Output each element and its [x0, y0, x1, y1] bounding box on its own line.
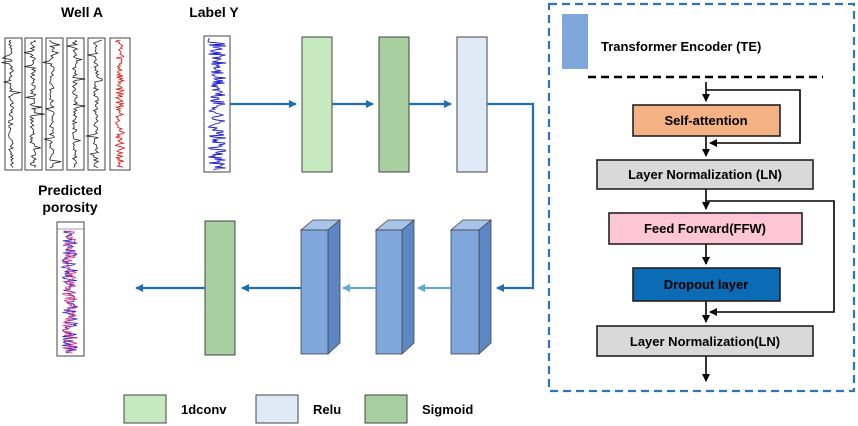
legend-label-1dconv: 1dconv — [181, 402, 227, 417]
predicted-title-line1: Predicted — [38, 182, 102, 198]
te-block-dropout — [632, 267, 781, 302]
te-layer-2-front — [375, 229, 403, 355]
legend-label-relu: Relu — [313, 402, 341, 417]
label-y-title: Label Y — [189, 4, 239, 20]
legend-swatch-sigmoid — [364, 394, 408, 424]
te-layer-2 — [374, 219, 416, 355]
relu-layer-top — [456, 36, 488, 173]
label-y-curve — [206, 37, 227, 171]
te-residual-1 — [706, 89, 801, 147]
well-track-3 — [45, 37, 64, 171]
te-block-layer-norm-2 — [596, 325, 814, 357]
sigmoid-layer-top — [378, 36, 410, 173]
well-a-log-tracks — [1, 37, 131, 171]
well-log-curve-4 — [66, 39, 86, 168]
legend-swatch-relu — [255, 394, 299, 424]
well-log-curve-1 — [1, 39, 21, 168]
predicted-title-line2: porosity — [42, 199, 97, 215]
te-layer-1-front — [300, 229, 329, 355]
te-layer-3-side — [478, 219, 492, 355]
well-a-title: Well A — [61, 4, 103, 20]
connector-top-to-bottom — [487, 102, 535, 292]
well-log-curve-2 — [23, 39, 45, 168]
te-residual-2 — [706, 200, 835, 316]
te-block-self-attention — [632, 104, 781, 137]
conv1d-layer-top — [301, 36, 333, 173]
te-block-self-attention-label: Self-attention — [664, 113, 747, 128]
well-track-2 — [24, 37, 43, 171]
predicted-porosity-track — [56, 221, 85, 357]
te-block-layer-norm-2-label: Layer Normalization(LN) — [630, 334, 780, 349]
te-legend-swatch — [562, 14, 588, 69]
te-panel: Transformer Encoder (TE) Self-attention … — [547, 2, 856, 393]
legend: 1dconv Relu Sigmoid — [123, 394, 473, 424]
predicted-curve-pred — [61, 230, 78, 354]
well-track-1 — [4, 37, 23, 171]
te-layer-1 — [299, 219, 342, 355]
te-block-feed-forward — [608, 212, 803, 245]
te-layer-1-side — [327, 219, 341, 355]
te-layer-2-side — [401, 219, 415, 355]
label-y-track — [203, 35, 231, 173]
legend-swatch-1dconv — [123, 394, 167, 424]
sigmoid-layer-bottom — [204, 220, 236, 356]
te-block-layer-norm-1-label: Layer Normalization (LN) — [628, 167, 782, 182]
te-block-feed-forward-label: Feed Forward(FFW) — [644, 221, 766, 236]
te-layer-3-front — [450, 229, 480, 355]
te-block-layer-norm-1 — [596, 159, 814, 190]
well-log-curve-6 — [114, 39, 126, 168]
legend-label-sigmoid: Sigmoid — [422, 402, 473, 417]
te-panel-title: Transformer Encoder (TE) — [601, 39, 761, 54]
te-block-dropout-label: Dropout layer — [664, 277, 749, 292]
well-track-6 — [109, 37, 131, 171]
well-log-curve-5 — [85, 39, 103, 168]
well-log-curve-3 — [42, 39, 62, 169]
te-layer-3 — [449, 219, 493, 355]
te-panel-border — [547, 2, 856, 393]
